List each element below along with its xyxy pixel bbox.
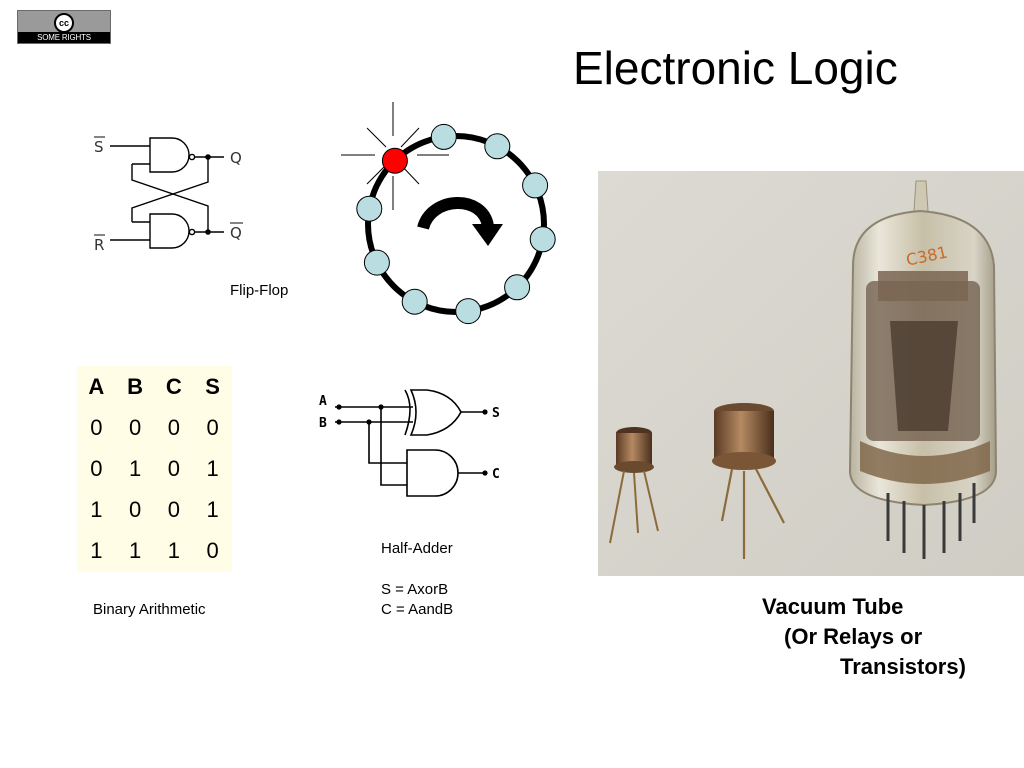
ha-a-label: A (319, 394, 327, 409)
header-a: A (88, 373, 105, 399)
vacuum-tube-transistors-photo: C381 (598, 171, 1024, 576)
table-cell: 1 (90, 537, 103, 563)
table-cell: 0 (90, 414, 103, 440)
table-row: 1 1 1 0 (77, 530, 232, 571)
ring-node (363, 249, 390, 276)
table-header-row: A B C S (77, 366, 232, 407)
flip-flop-caption: Flip-Flop (230, 282, 289, 299)
table-row: 1 0 0 1 (77, 489, 232, 530)
carry-equation: C = AandB (381, 601, 454, 618)
ha-b-label: B (319, 416, 327, 431)
r-bar-label: R (94, 236, 104, 254)
header-c: C (165, 373, 182, 399)
table-cell: 0 (129, 414, 142, 440)
q-label: Q (230, 149, 242, 167)
top-nand-gate (149, 137, 190, 173)
vacuum-tube: C381 (848, 180, 998, 559)
flip-flop-diagram: S R Q Q (94, 136, 243, 254)
small-transistor (609, 427, 659, 544)
ring-counter-diagram (341, 102, 556, 325)
xor-gate (409, 389, 462, 436)
ring-node (504, 274, 531, 301)
table-cell: 1 (90, 496, 103, 522)
ring-node (484, 133, 511, 160)
cross-wire-2 (131, 164, 209, 232)
tube-caption-line3: Transistors) (840, 654, 966, 679)
vacuum-tube-caption: Vacuum Tube (Or Relays or Transistors) (762, 592, 966, 682)
ring-node (522, 172, 549, 199)
table-row: 0 0 0 0 (77, 407, 232, 448)
tube-caption-line1: Vacuum Tube (762, 594, 904, 619)
cc-icon: cc (54, 13, 74, 33)
top-nand-bubble (188, 153, 196, 161)
table-cell: 0 (90, 455, 103, 481)
ring-node (455, 298, 482, 325)
table-cell: 1 (129, 537, 142, 563)
table-row: 0 1 0 1 (77, 448, 232, 489)
ring-node (356, 195, 383, 222)
truth-table: A B C S 0 0 0 0 0 1 0 1 1 0 0 1 1 1 1 0 (77, 366, 232, 572)
table-cell: 1 (206, 496, 219, 522)
ha-s-label: S (492, 406, 500, 421)
table-cell: 1 (129, 455, 142, 481)
half-adder-diagram: A B S C (319, 389, 500, 497)
ring-node (529, 226, 556, 253)
table-cell: 1 (206, 455, 219, 481)
large-transistor (712, 403, 785, 559)
slide-title: Electronic Logic (573, 42, 898, 94)
binary-arithmetic-caption: Binary Arithmetic (93, 601, 206, 618)
table-cell: 0 (129, 496, 142, 522)
tube-caption-line2: (Or Relays or (784, 624, 923, 649)
tube-pins (886, 483, 976, 559)
rotation-arrow-head (472, 224, 503, 246)
bottom-nand-bubble (188, 228, 196, 236)
table-cell: 0 (206, 414, 219, 440)
table-cell: 0 (167, 455, 180, 481)
ring-node (401, 288, 428, 315)
ha-c-label: C (492, 467, 500, 482)
table-cell: 0 (167, 496, 180, 522)
cc-license-badge: cc SOME RIGHTS RESERVED (17, 10, 111, 53)
rotation-arrow-arc (417, 197, 494, 231)
s-bar-label: S (94, 138, 104, 156)
header-s: S (205, 373, 220, 399)
cross-wire-1 (131, 157, 209, 222)
a-branch-wire (380, 407, 407, 486)
table-cell: 1 (167, 537, 180, 563)
ring-node-active (381, 147, 408, 174)
header-b: B (127, 373, 144, 399)
xor-back-curve (404, 389, 411, 436)
half-adder-caption: Half-Adder (381, 540, 453, 557)
and-gate (406, 449, 459, 497)
cc-badge-text: SOME RIGHTS RESERVED (18, 32, 110, 53)
table-cell: 0 (206, 537, 219, 563)
b-branch-wire (368, 422, 407, 464)
table-cell: 0 (167, 414, 180, 440)
active-node-rays (341, 102, 449, 210)
q-bar-label: Q (230, 224, 242, 242)
sum-equation: S = AxorB (381, 581, 449, 598)
ring-node (430, 123, 457, 150)
bottom-nand-gate (149, 213, 190, 249)
